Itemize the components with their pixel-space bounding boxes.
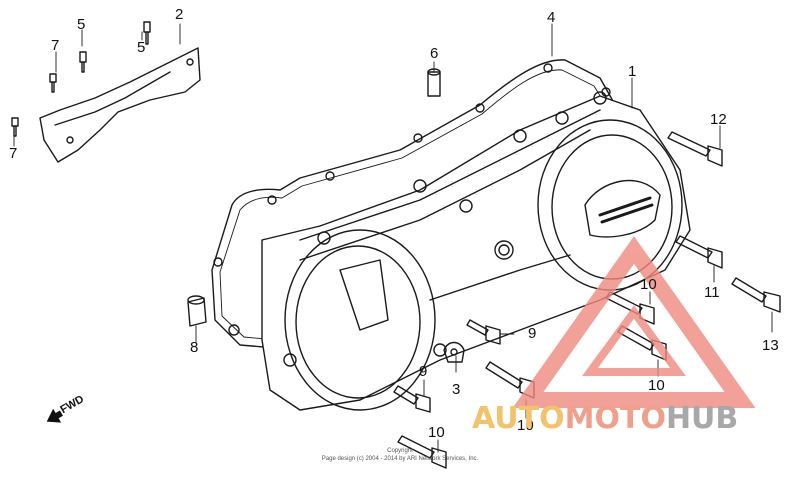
emblem	[584, 179, 661, 238]
screw-5-left	[79, 51, 87, 73]
copyright-notice: Copyright Page design (c) 2004 - 2014 by…	[300, 447, 500, 463]
fwd-indicator: FWD	[40, 384, 106, 438]
callout-8: 8	[190, 339, 199, 356]
callout-11: 11	[704, 284, 720, 301]
callout-3: 3	[452, 381, 461, 398]
bracket	[39, 47, 201, 163]
callout-12: 12	[710, 111, 727, 128]
watermark-auto: AUTO	[472, 401, 565, 436]
callout-10-a: 10	[640, 276, 657, 293]
bolt-9-a	[466, 319, 501, 345]
callout-4: 4	[547, 9, 556, 26]
callout-10-c: 10	[517, 417, 534, 434]
callout-1: 1	[628, 63, 637, 80]
callout-6: 6	[430, 45, 439, 62]
callout-5-bottom: 5	[137, 39, 146, 56]
callout-2: 2	[175, 6, 184, 23]
watermark-logo-text: AUTOMOTOHUB	[472, 402, 738, 436]
callout-5-top: 5	[77, 16, 86, 33]
screw-5-top	[143, 21, 151, 45]
clamp-3	[443, 341, 465, 363]
screw-7-top	[49, 73, 57, 93]
callout-10-b: 10	[648, 377, 665, 394]
bolt-12	[667, 131, 723, 167]
callout-9-left: 9	[419, 363, 428, 380]
screw-7-left	[11, 117, 19, 137]
copyright-line-1: Copyright	[387, 448, 413, 454]
dowel-pin-8	[187, 295, 207, 327]
callout-7-top: 7	[51, 37, 60, 54]
crankcase-cover	[261, 91, 691, 411]
callout-9-right: 9	[528, 325, 537, 342]
callout-7-left: 7	[9, 145, 18, 162]
bolt-10-d	[397, 435, 447, 469]
bolt-9-b	[393, 385, 431, 413]
callout-10-d: 10	[428, 424, 445, 441]
watermark-moto: MOTO	[564, 401, 666, 436]
callout-13: 13	[762, 337, 779, 354]
copyright-line-2: Page design (c) 2004 - 2014 by ARI Netwo…	[321, 456, 479, 462]
bolt-11	[675, 235, 723, 269]
dowel-pin-6	[427, 68, 441, 97]
watermark-hub: HUB	[665, 401, 739, 436]
fwd-arrow-icon	[46, 408, 63, 423]
watermark-triangle	[512, 236, 756, 408]
bolt-13	[731, 277, 781, 313]
